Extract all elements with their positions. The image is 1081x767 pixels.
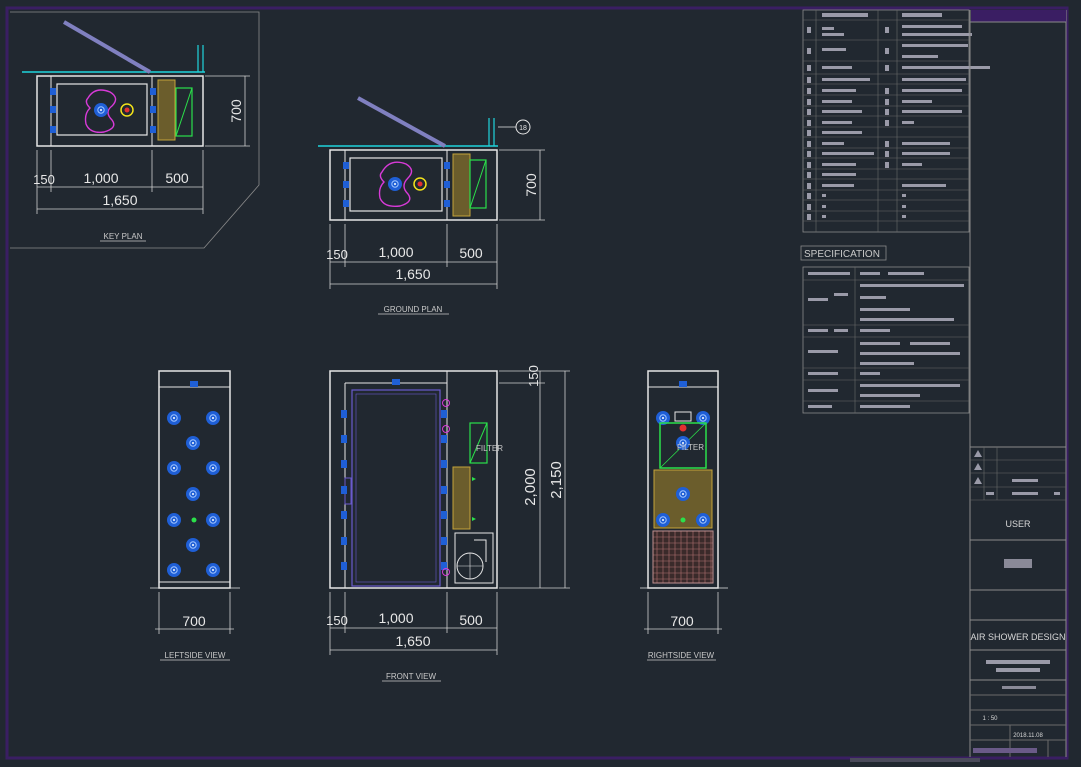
front-filter-label: FILTER (476, 444, 503, 453)
ground-plan-view: 18 700 150 1,000 500 1,650 GROUND P (318, 96, 545, 315)
right-side-view: FILTER 700 RIGHTSIDE VIEW (640, 370, 728, 661)
ground-plan-dim-1650: 1,650 (395, 266, 430, 282)
key-plan-dim-150: 150 (33, 172, 55, 187)
ground-plan-depth-dim: 700 (523, 173, 539, 197)
user-label: USER (1005, 519, 1031, 529)
right-side-title: RIGHTSIDE VIEW (648, 651, 715, 660)
right-filter-label: FILTER (677, 443, 704, 452)
key-plan-depth-dim: 700 (228, 99, 244, 123)
drawing-scale: 1 : 50 (982, 716, 998, 722)
ground-plan-door-swing (357, 96, 446, 148)
front-filter-body (452, 466, 471, 530)
key-plan-dim-1000: 1,000 (83, 170, 118, 186)
specification-label: SPECIFICATION (804, 249, 880, 260)
front-outline (329, 370, 498, 589)
front-hepa-frame (469, 422, 488, 464)
key-plan-filter (157, 79, 176, 141)
ground-plan-filter (452, 153, 471, 217)
key-plan-frame (10, 11, 260, 249)
right-hepa-frame (659, 422, 707, 469)
left-side-view: 700 LEFTSIDE VIEW (150, 370, 240, 661)
ground-plan-dim-500: 500 (459, 245, 483, 261)
key-plan-dim-1650: 1,650 (102, 192, 137, 208)
ground-plan-outline (329, 149, 498, 221)
ground-plan-dim-150: 150 (326, 247, 348, 262)
left-side-width-dim: 700 (182, 613, 206, 629)
key-plan-title: KEY PLAN (104, 232, 143, 241)
front-dim-150: 150 (326, 613, 348, 628)
front-height-dim: 2,000 (522, 468, 539, 506)
key-plan-view: 700 150 1,000 500 1,650 KEY PLAN (10, 11, 260, 249)
front-door (351, 389, 441, 587)
front-title: FRONT VIEW (386, 672, 437, 681)
specification-table (802, 266, 970, 414)
front-fan-housing (454, 532, 494, 584)
left-side-title: LEFTSIDE VIEW (165, 651, 226, 660)
ground-plan-dim-1000: 1,000 (378, 244, 413, 260)
left-side-nozzles (166, 410, 221, 578)
front-left-nozzles (341, 410, 347, 570)
title-block: USER AIR SHOWER DESIGN 1 : 50 2018.11.08 (969, 10, 1067, 757)
front-dim-1000: 1,000 (378, 610, 413, 626)
front-total-height-dim: 2,150 (548, 461, 565, 499)
key-plan-outline (36, 75, 204, 147)
sheet-border (5, 6, 1069, 760)
drawing-date: 2018.11.08 (1013, 733, 1043, 739)
key-plan-door-swing (62, 20, 152, 74)
front-dim-500: 500 (459, 612, 483, 628)
front-dim-1650: 1,650 (395, 633, 430, 649)
right-side-width-dim: 700 (670, 613, 694, 629)
project-title: AIR SHOWER DESIGN (970, 632, 1065, 642)
footer-strip (850, 758, 980, 762)
front-view: FILTER 150 2,000 2,150 150 1,000 500 1,6… (326, 365, 570, 682)
ground-plan-tag: 18 (519, 125, 527, 132)
key-plan-dim-500: 500 (165, 170, 189, 186)
right-fan-grille (652, 530, 714, 584)
front-top-dim: 150 (526, 365, 541, 387)
front-right-nozzles (441, 410, 447, 570)
spec-legend-table (802, 9, 990, 233)
left-side-outline (158, 370, 231, 589)
ground-plan-title: GROUND PLAN (384, 305, 443, 314)
